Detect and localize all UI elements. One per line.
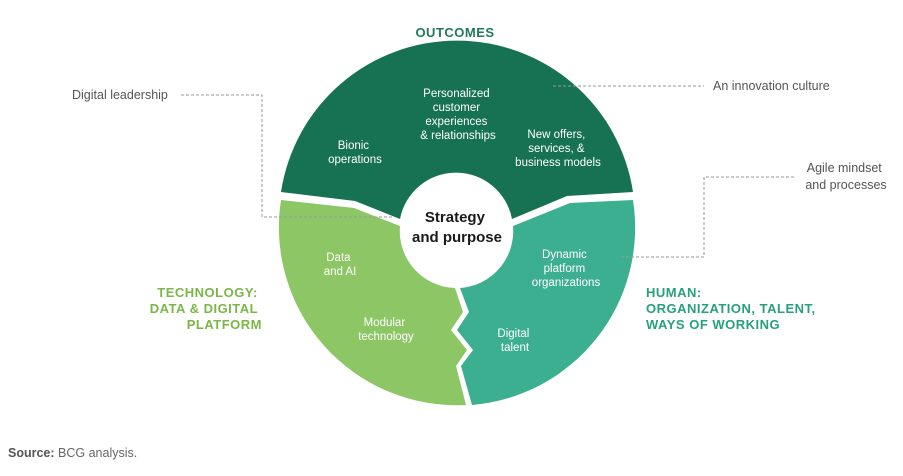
modular-technology-label: Modular technology: [358, 317, 414, 343]
bionic-operations-label: Bionic operations: [328, 140, 382, 166]
agile-mindset-label: Agile mindset and processes: [805, 161, 886, 192]
source-text: BCG analysis.: [58, 446, 138, 460]
source-note: Source: BCG analysis.: [8, 446, 137, 460]
technology-heading: TECHNOLOGY: DATA & DIGITAL PLATFORM: [150, 285, 262, 332]
digital-leadership-label: Digital leadership: [72, 88, 168, 102]
dynamic-platform-label: Dynamic platform organizations: [532, 249, 601, 289]
outcomes-segment: [281, 40, 633, 219]
new-offers-label: New offers, services, & business models: [515, 129, 601, 169]
human-segment: [457, 200, 636, 405]
digital-talent-label: Digital talent: [497, 328, 532, 354]
agile-mindset-leader: [621, 176, 795, 258]
center-label-line1: Strategy: [425, 209, 486, 226]
center-label-line2: and purpose: [412, 229, 502, 246]
digital-leadership-leader: [181, 94, 393, 218]
human-heading: HUMAN: ORGANIZATION, TALENT, WAYS OF WOR…: [646, 285, 820, 332]
innovation-culture-label: An innovation culture: [713, 79, 830, 93]
svg-text:Strategy and purpose: Strategy and purpose: [412, 209, 502, 246]
source-label: Source:: [8, 446, 55, 460]
outcomes-heading: OUTCOMES: [415, 25, 494, 40]
personalized-experiences-label: Personalized customer experiences & rela…: [420, 88, 496, 142]
data-and-ai-label: Data and AI: [324, 252, 357, 278]
technology-segment: [278, 200, 467, 406]
